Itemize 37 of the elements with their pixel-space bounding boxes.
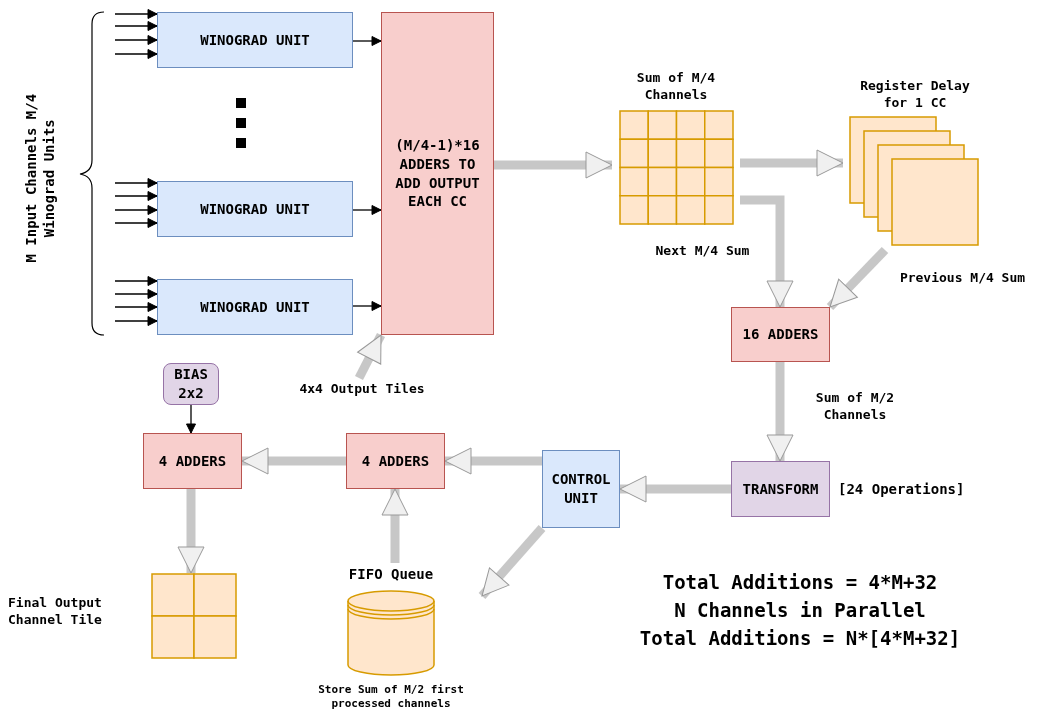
- brace-label: M Input Channels M/4 Winograd Units: [21, 92, 58, 265]
- process-box: 4 ADDERS: [143, 433, 242, 489]
- process-box: TRANSFORM: [731, 461, 830, 517]
- arrow: [114, 49, 158, 59]
- block-arrow: [740, 195, 794, 308]
- arrow: [352, 36, 382, 46]
- arrow: [114, 302, 158, 312]
- block-arrow: [478, 525, 546, 599]
- arrow: [114, 35, 158, 45]
- heading-text: FIFO Queue: [347, 565, 435, 584]
- caption-text: Final Output Channel Tile: [8, 595, 103, 629]
- arrow: [114, 21, 158, 31]
- process-box: (M/4-1)*16 ADDERS TO ADD OUTPUT EACH CC: [381, 12, 494, 335]
- process-box: WINOGRAD UNIT: [157, 181, 353, 237]
- arrow: [114, 218, 158, 228]
- process-box: 4 ADDERS: [346, 433, 445, 489]
- arrow: [114, 9, 158, 19]
- arrow: [352, 205, 382, 215]
- process-box: WINOGRAD UNIT: [157, 12, 353, 68]
- note-text: [24 Operations]: [838, 480, 965, 499]
- heading-text: Register Delay for 1 CC: [859, 78, 971, 112]
- process-box: CONTROL UNIT: [542, 450, 620, 528]
- arrow: [186, 404, 196, 434]
- process-box: WINOGRAD UNIT: [157, 279, 353, 335]
- heading-text: Sum of M/4 Channels: [635, 70, 717, 104]
- arrow: [114, 178, 158, 188]
- caption-text: Store Sum of M/2 first processed channels: [317, 683, 465, 712]
- arrow: [352, 301, 382, 311]
- bias-box: BIAS 2x2: [163, 363, 219, 405]
- block-arrow: [494, 151, 613, 179]
- arrow: [114, 316, 158, 326]
- arrow: [114, 276, 158, 286]
- arrow: [114, 191, 158, 201]
- block-arrow: [740, 149, 844, 177]
- process-box: 16 ADDERS: [731, 307, 830, 362]
- arrow: [114, 289, 158, 299]
- arrow: [114, 205, 158, 215]
